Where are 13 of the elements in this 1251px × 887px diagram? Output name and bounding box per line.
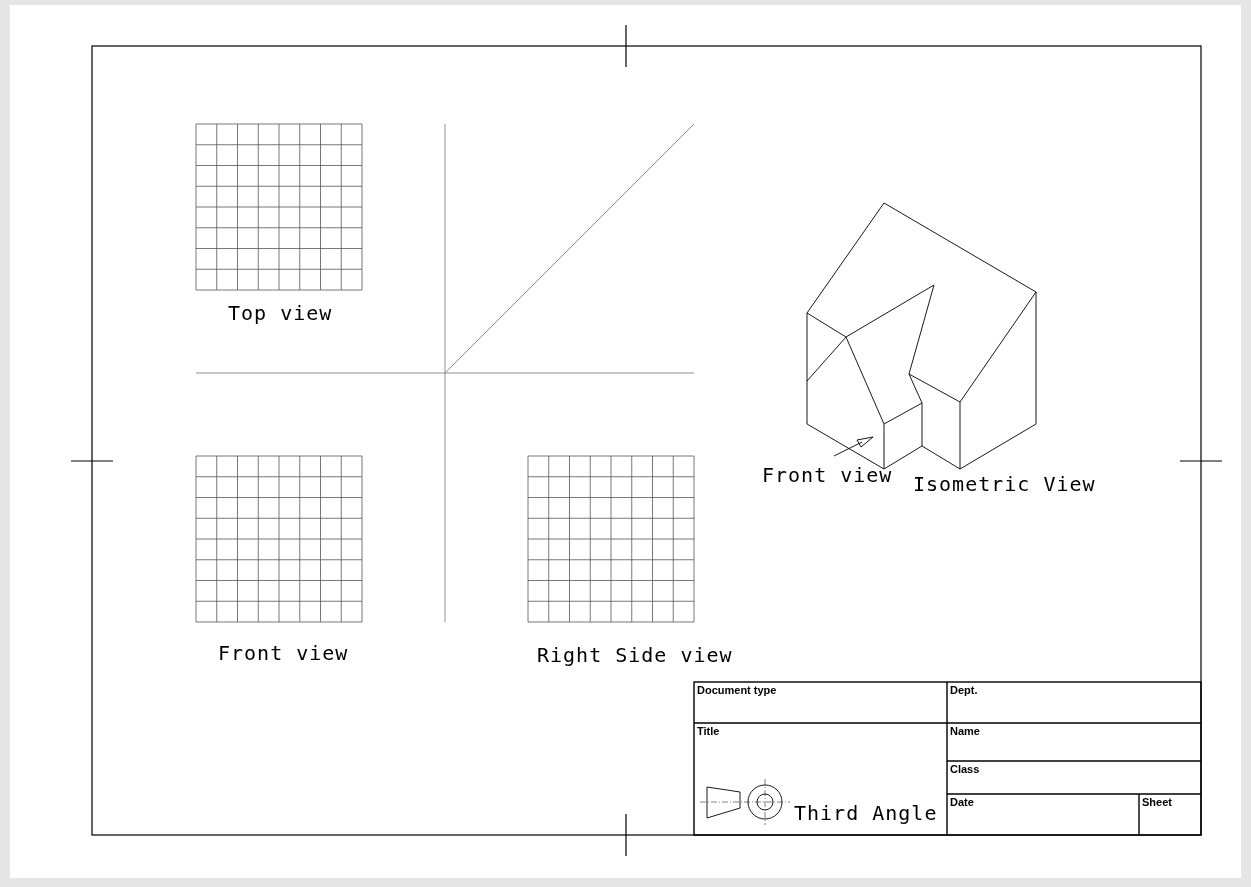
view-label: Front view (218, 643, 349, 663)
view-label: Top view (228, 303, 333, 323)
view-label: Right Side view (537, 645, 733, 665)
field-label: Dept. (950, 685, 978, 696)
field-label: Document type (697, 685, 777, 696)
field-label: Sheet (1142, 797, 1172, 808)
view-label: Front view (762, 465, 893, 485)
field-label: Date (950, 797, 974, 808)
projection-label: Third Angle (794, 803, 938, 823)
field-label: Class (950, 764, 980, 775)
view-label: Isometric View (913, 474, 1096, 494)
field-label: Title (697, 726, 720, 737)
field-label: Name (950, 726, 980, 737)
